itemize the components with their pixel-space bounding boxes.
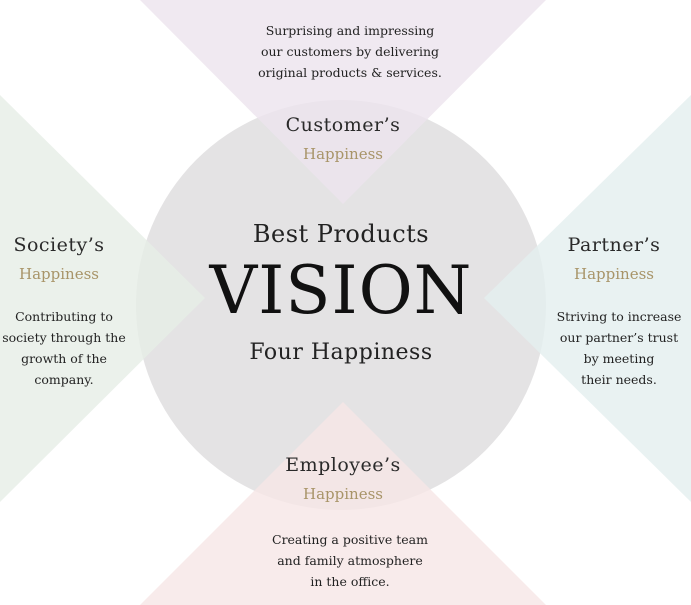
employee-heading: Employee’s bbox=[285, 454, 401, 476]
partner-description: Striving to increase our partner’s trust… bbox=[556, 309, 682, 387]
customer-description: Surprising and impressing our customers … bbox=[258, 23, 442, 80]
employee-sub: Happiness bbox=[303, 485, 383, 503]
employee-description: Creating a positive team and family atmo… bbox=[272, 532, 428, 589]
customer-triangle bbox=[140, 0, 546, 204]
partner-sub: Happiness bbox=[574, 265, 654, 283]
society-sub: Happiness bbox=[19, 265, 99, 283]
society-triangle bbox=[0, 95, 205, 502]
vision-bottom-text: Four Happiness bbox=[249, 340, 433, 365]
society-heading: Society’s bbox=[13, 234, 105, 256]
center-circle bbox=[136, 100, 546, 510]
partner-triangle bbox=[484, 95, 691, 502]
customer-sub: Happiness bbox=[303, 145, 383, 163]
partner-heading: Partner’s bbox=[567, 234, 661, 256]
vision-top-text: Best Products bbox=[252, 220, 430, 248]
society-description: Contributing to society through the grow… bbox=[2, 309, 126, 387]
employee-triangle bbox=[140, 402, 546, 605]
vision-title: VISION bbox=[209, 252, 473, 329]
customer-heading: Customer’s bbox=[285, 114, 401, 136]
